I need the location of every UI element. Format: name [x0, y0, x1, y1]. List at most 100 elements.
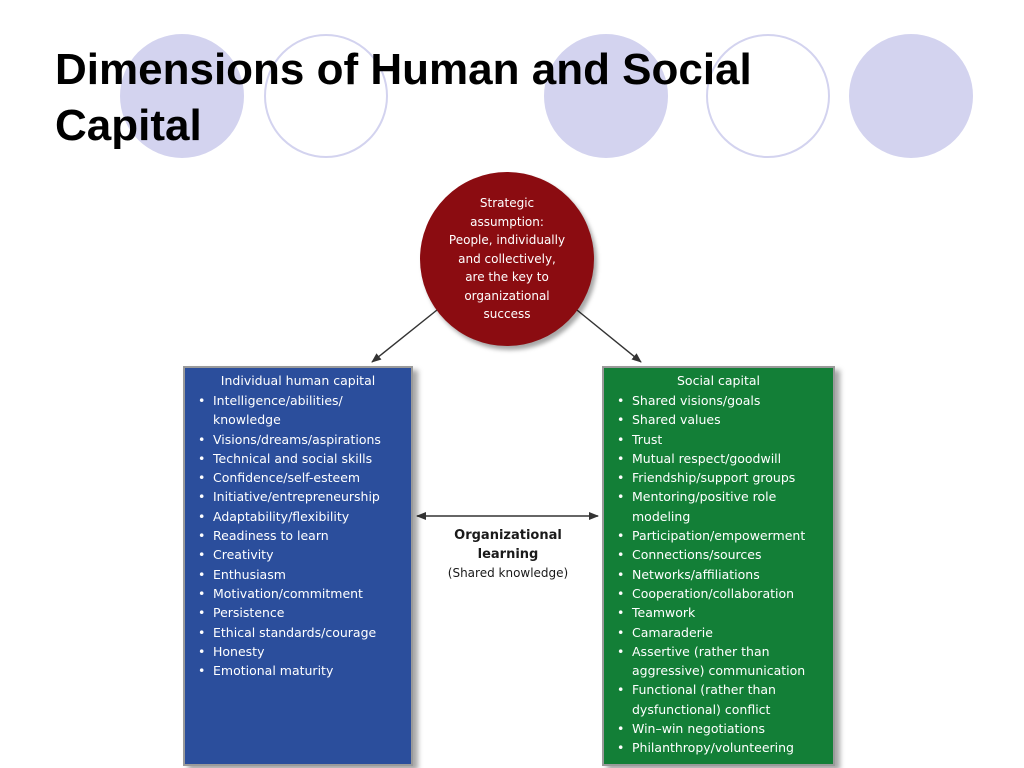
list-item-text: Cooperation/collaboration [632, 585, 795, 601]
list-item: • Camaraderie [617, 623, 829, 642]
bullet-icon: • [617, 643, 625, 659]
social-capital-box: Social capital • Shared visions/goals •Sha… [602, 366, 835, 766]
list-item: •Initiative/entrepreneurship [198, 487, 407, 506]
list-item-text: Networks/affiliations [632, 566, 760, 582]
bullet-icon: • [617, 450, 625, 466]
list-item-text: Participation/empowerment [632, 528, 806, 544]
decor-circle [120, 34, 244, 158]
bullet-icon: • [198, 624, 206, 640]
list-item: •Friendship/support groups [617, 468, 829, 487]
arrow-to-social [571, 305, 642, 363]
list-item-text: Persistence [213, 605, 285, 621]
list-item-text: Teamwork [632, 605, 696, 621]
list-item: • Philanthropy/volunteering [617, 738, 829, 757]
list-item-text: Intelligence/abilities/ knowledge [213, 393, 343, 428]
list-item: • Connections/sources [617, 545, 829, 564]
list-item: •Participation/empowerment [617, 526, 829, 545]
list-item: • Shared visions/goals [617, 391, 829, 410]
bullet-icon: • [198, 431, 206, 447]
bullet-icon: • [617, 412, 625, 428]
list-item: • Networks/affiliations [617, 565, 829, 584]
bullet-icon: • [198, 663, 206, 679]
strategic-assumption-text: Strategic assumption: People, individual… [448, 196, 566, 322]
bullet-icon: • [617, 489, 625, 505]
list-item: •Mentoring/positive role modeling [617, 487, 829, 526]
bullet-icon: • [617, 566, 625, 582]
slide-title: Dimensions of Human and Social Capital [55, 45, 752, 150]
list-item: • Technical and social skills [198, 449, 407, 468]
list-item: • Enthusiasm [198, 565, 407, 584]
individual-box-title: Individual human capital [220, 373, 376, 388]
bullet-icon: • [198, 566, 206, 582]
bullet-icon: • [198, 547, 206, 563]
list-item: • Win–win negotiations [617, 719, 829, 738]
bullet-icon: • [617, 547, 625, 563]
learning-title: Organizational learning [454, 528, 562, 562]
bullet-icon: • [617, 682, 625, 698]
bullet-icon: • [198, 393, 206, 408]
bullet-icon: • [198, 489, 206, 505]
individual-human-capital-box: Individual human capital • Intelligence/a… [183, 366, 413, 766]
list-item-text: Enthusiasm [213, 566, 286, 582]
list-item-text: Motivation/commitment [213, 585, 363, 601]
list-item: • Functional (rather than dysfunctional) … [617, 680, 829, 719]
list-item: • Motivation/commitment [198, 584, 407, 603]
list-item: • Confidence/self-esteem [198, 468, 407, 487]
list-item: • Persistence [198, 603, 407, 622]
decor-circle [849, 34, 973, 158]
list-item: • Emotional maturity [198, 661, 407, 680]
arrow-to-individual [371, 305, 443, 363]
bullet-icon: • [617, 740, 625, 756]
list-item: •Creativity [198, 545, 407, 564]
list-item: • Intelligence/abilities/ knowledge [198, 391, 407, 430]
list-item: • Teamwork [617, 603, 829, 622]
social-list: •Shared visions/goals•Shared values•Trus… [617, 391, 829, 758]
list-item-text: Shared visions/goals [632, 393, 761, 408]
list-item-text: Adaptability/flexibility [213, 508, 350, 524]
list-item: • Adaptability/flexibility [198, 507, 407, 526]
list-item-text: Functional (rather than dysfunctional) c… [632, 682, 776, 717]
list-item-text: Connections/sources [632, 547, 762, 563]
social-box-title: Social capital [676, 373, 760, 388]
list-item: • Trust [617, 430, 829, 449]
list-item-text: Trust [632, 431, 663, 447]
bullet-icon: • [198, 470, 206, 486]
bullet-icon: • [198, 450, 206, 466]
bullet-icon: • [198, 508, 206, 524]
decor-ring [264, 34, 388, 158]
list-item-text: Honesty [213, 643, 265, 659]
strategic-assumption-circle: Strategic assumption: People, individual… [420, 172, 594, 346]
bullet-icon: • [198, 605, 206, 621]
list-item: • Cooperation/collaboration [617, 584, 829, 603]
list-item: • Assertive (rather than aggressive) comm… [617, 642, 829, 681]
list-item-text: Win–win negotiations [632, 721, 766, 737]
bullet-icon: • [198, 643, 206, 659]
individual-list: • Intelligence/abilities/ knowledge • Visio… [198, 391, 407, 680]
bullet-icon: • [617, 605, 625, 621]
list-item-text: Confidence/self-esteem [213, 470, 361, 486]
bullet-icon: • [617, 721, 625, 737]
bullet-icon: • [198, 585, 206, 601]
list-item-text: Ethical standards/courage [213, 624, 377, 640]
list-item-text: Assertive (rather than aggressive) commu… [632, 643, 806, 679]
list-item: • Readiness to learn [198, 526, 407, 545]
bullet-icon: • [617, 470, 625, 486]
list-item-text: Emotional maturity [213, 663, 334, 679]
decor-circle [544, 34, 668, 158]
list-item-text: Camaraderie [632, 624, 713, 640]
list-item: •Shared values [617, 410, 829, 429]
list-item: •Mutual respect/goodwill [617, 449, 829, 468]
bullet-icon: • [617, 624, 625, 640]
list-item: • Honesty [198, 642, 407, 661]
list-item-text: Readiness to learn [213, 528, 329, 544]
bullet-icon: • [617, 431, 625, 447]
list-item-text: Visions/dreams/aspirations [213, 431, 381, 447]
organizational-learning-label: Organizational learning (Shared knowledg… [428, 526, 588, 582]
list-item-text: Technical and social skills [213, 450, 373, 466]
bullet-icon: • [617, 393, 625, 408]
bullet-icon: • [617, 585, 625, 601]
list-item-text: Philanthropy/volunteering [632, 740, 794, 756]
bullet-icon: • [198, 528, 206, 544]
list-item: • Visions/dreams/aspirations [198, 430, 407, 449]
